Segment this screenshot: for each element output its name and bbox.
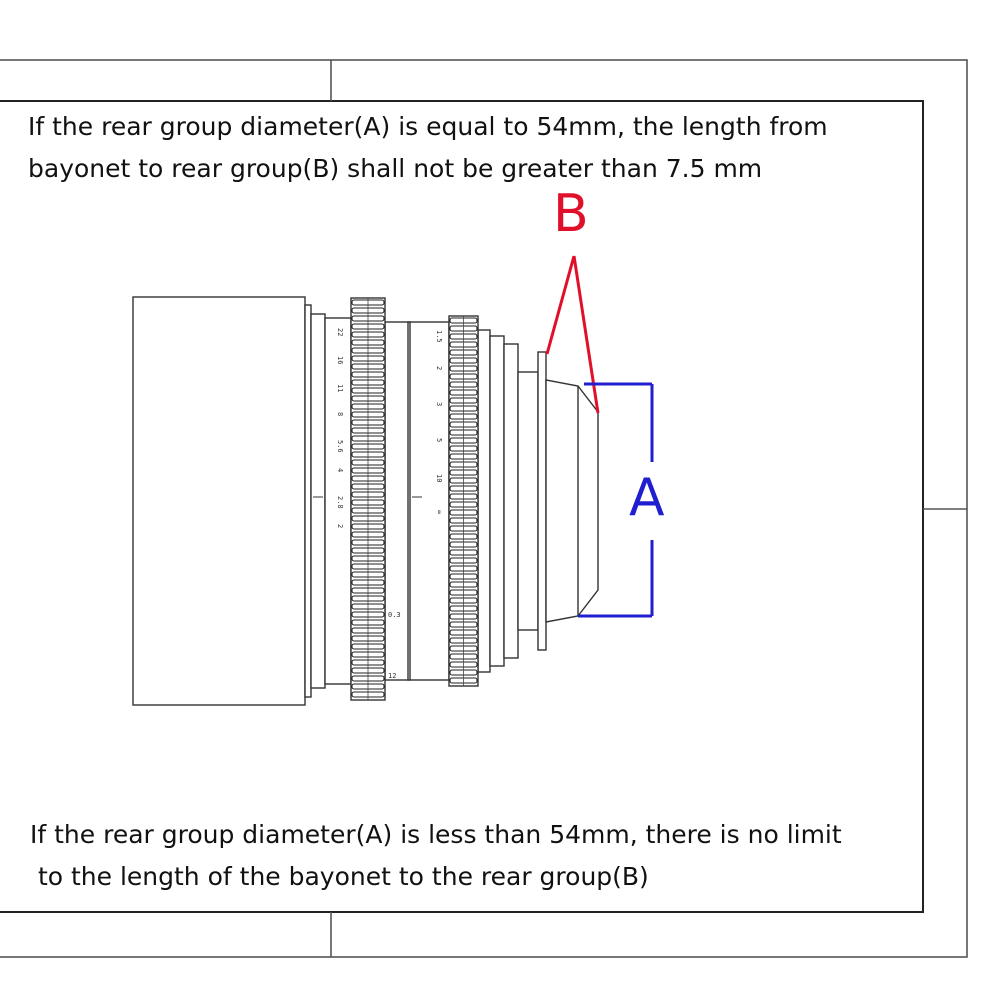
rear-barrel-3	[503, 343, 519, 659]
focus-gear-ring	[350, 297, 386, 701]
distance-scale: 1.5 2 3 5 10 ∞	[313, 330, 443, 514]
scale-engraving: 4	[336, 468, 344, 472]
hood-lip	[304, 304, 312, 698]
bayonet-flange	[537, 351, 547, 651]
inner-border	[0, 100, 924, 913]
scale-engraving: 1.5	[435, 330, 443, 343]
mid-barrel	[384, 321, 450, 681]
top-caption-line-2: bayonet to rear group(B) shall not be gr…	[28, 154, 763, 183]
iris-gear-ring	[448, 315, 479, 687]
rear-group	[545, 379, 599, 623]
b-pointer-right	[572, 255, 600, 414]
scale-engraving: 22	[336, 328, 344, 336]
front-barrel	[310, 313, 326, 689]
label-a: A	[629, 468, 665, 528]
scale-engraving: 3	[435, 402, 443, 406]
top-caption-line-1: If the rear group diameter(A) is equal t…	[28, 112, 828, 141]
b-pointer-left	[545, 255, 576, 355]
aperture-scale: 22 16 11 8 5.6 4 2.8 2 0.3 12	[336, 328, 401, 680]
rear-barrel-4	[517, 371, 539, 631]
scale-engraving: 5.6	[336, 440, 344, 453]
ring-mark: 0.3	[388, 611, 401, 619]
a-dimension	[578, 382, 654, 618]
scale-engraving: ∞	[435, 510, 443, 514]
rear-barrel-2	[489, 335, 505, 667]
mid-barrel-step	[407, 321, 411, 681]
scale-engraving: 2	[435, 366, 443, 370]
scale-engraving: 5	[435, 438, 443, 442]
scale-engraving: 2.8	[336, 496, 344, 509]
rear-barrel-1	[477, 329, 491, 673]
bottom-caption-line-1: If the rear group diameter(A) is less th…	[30, 820, 842, 849]
scale-engraving: 10	[435, 474, 443, 482]
scale-engraving: 2	[336, 524, 344, 528]
label-b: B	[553, 184, 589, 244]
top-caption: If the rear group diameter(A) is equal t…	[28, 106, 828, 190]
bottom-caption-line-2: to the length of the bayonet to the rear…	[30, 862, 649, 891]
lens-hood	[132, 296, 306, 706]
b-pointer	[545, 255, 600, 414]
bottom-caption: If the rear group diameter(A) is less th…	[30, 814, 842, 898]
drawing-frame	[0, 59, 968, 958]
lens-body	[132, 296, 599, 706]
ring-mark: 12	[388, 672, 396, 680]
scale-engraving: 16	[336, 356, 344, 364]
scale-engraving: 8	[336, 412, 344, 416]
scale-engraving: 11	[336, 384, 344, 392]
